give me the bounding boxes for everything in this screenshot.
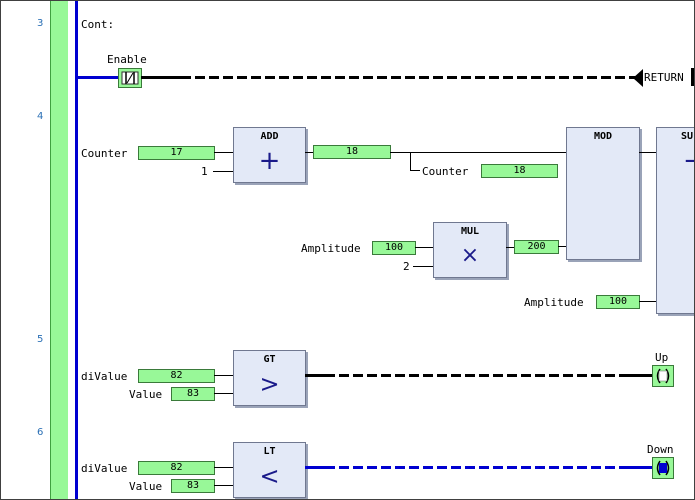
network-number-5[interactable]: 5 xyxy=(37,334,44,345)
coil-active-icon xyxy=(656,460,670,476)
jump-label: Cont: xyxy=(81,18,115,31)
mul-block[interactable]: MUL × xyxy=(433,222,507,278)
less-than-icon: < xyxy=(259,462,280,490)
network-number-4[interactable]: 4 xyxy=(37,111,44,122)
contact-variable-label[interactable]: Enable xyxy=(107,53,147,66)
wire xyxy=(639,301,656,302)
sub-block[interactable]: SU − xyxy=(656,127,694,314)
rung-wire-dashed xyxy=(181,76,636,79)
mul-input1-value[interactable]: 100 xyxy=(372,241,416,255)
coil-variable-label[interactable]: Down xyxy=(647,443,674,456)
add-input1-variable[interactable]: Counter xyxy=(81,147,128,160)
rung-wire xyxy=(305,374,325,377)
wire xyxy=(213,171,233,172)
gt-block[interactable]: GT > xyxy=(233,350,306,406)
coil-variable-label[interactable]: Up xyxy=(655,351,669,364)
add-output-value[interactable]: 18 xyxy=(313,145,391,159)
mul-block-title: MUL xyxy=(460,226,480,237)
mod-block[interactable]: MOD xyxy=(566,127,640,260)
lt-input2-value[interactable]: 83 xyxy=(171,479,215,493)
wire xyxy=(214,467,233,468)
mul-input1-variable[interactable]: Amplitude xyxy=(301,242,361,255)
lt-input1-variable[interactable]: diValue xyxy=(81,462,128,475)
wire xyxy=(415,247,433,248)
wire xyxy=(558,246,566,247)
return-bar xyxy=(691,68,694,86)
sub-input2-variable[interactable]: Amplitude xyxy=(524,296,584,309)
rung-wire xyxy=(625,374,652,377)
mod-block-title: MOD xyxy=(593,131,613,142)
wire-branch xyxy=(410,152,411,171)
wire xyxy=(214,375,233,376)
lt-block-title: LT xyxy=(263,446,276,457)
wire-branch xyxy=(410,170,420,171)
add-input1-value[interactable]: 17 xyxy=(138,146,215,160)
wire xyxy=(639,152,656,153)
rung-wire-energized xyxy=(305,466,325,469)
return-arrow-icon xyxy=(633,69,643,87)
contact-icon xyxy=(121,71,139,85)
network-number-6[interactable]: 6 xyxy=(37,427,44,438)
line-number-gutter xyxy=(1,1,49,499)
sub-input2-value[interactable]: 100 xyxy=(596,295,640,309)
network-number-3[interactable]: 3 xyxy=(37,18,44,29)
rung-wire xyxy=(141,76,181,79)
coil-icon xyxy=(656,368,670,384)
add-block[interactable]: ADD + xyxy=(233,127,306,183)
wire xyxy=(214,485,233,486)
lt-input2-variable[interactable]: Value xyxy=(129,480,163,493)
return-label[interactable]: RETURN xyxy=(644,71,684,84)
gt-input2-value[interactable]: 83 xyxy=(171,387,215,401)
wire xyxy=(214,393,233,394)
greater-than-icon: > xyxy=(259,370,280,398)
mul-input2-constant[interactable]: 2 xyxy=(403,260,410,273)
gt-input1-value[interactable]: 82 xyxy=(138,369,215,383)
rung-wire-dashed xyxy=(325,374,625,377)
assign-value[interactable]: 18 xyxy=(481,164,558,178)
energized-rail xyxy=(75,1,78,499)
gt-block-title: GT xyxy=(263,354,276,365)
enable-contact[interactable] xyxy=(118,68,142,88)
lt-block[interactable]: LT < xyxy=(233,442,306,498)
wire xyxy=(214,152,233,153)
wire xyxy=(413,266,433,267)
gt-input2-variable[interactable]: Value xyxy=(129,388,163,401)
gt-input1-variable[interactable]: diValue xyxy=(81,370,128,383)
mul-output-value[interactable]: 200 xyxy=(514,240,559,254)
rung-wire-energized xyxy=(625,466,652,469)
plus-icon: + xyxy=(258,146,281,176)
up-coil[interactable] xyxy=(652,365,674,387)
rung-wire-energized-dashed xyxy=(325,466,625,469)
left-power-rail xyxy=(50,1,68,499)
down-coil[interactable] xyxy=(652,457,674,479)
multiply-icon: × xyxy=(460,243,480,268)
assign-variable[interactable]: Counter xyxy=(422,165,469,178)
minus-icon: − xyxy=(657,146,694,176)
rung-wire xyxy=(78,76,118,79)
add-block-title: ADD xyxy=(260,131,279,142)
add-input2-constant[interactable]: 1 xyxy=(201,165,208,178)
sub-block-title: SU xyxy=(681,131,694,142)
wire xyxy=(305,152,313,153)
lt-input1-value[interactable]: 82 xyxy=(138,461,215,475)
wire xyxy=(390,152,566,153)
wire xyxy=(506,247,514,248)
